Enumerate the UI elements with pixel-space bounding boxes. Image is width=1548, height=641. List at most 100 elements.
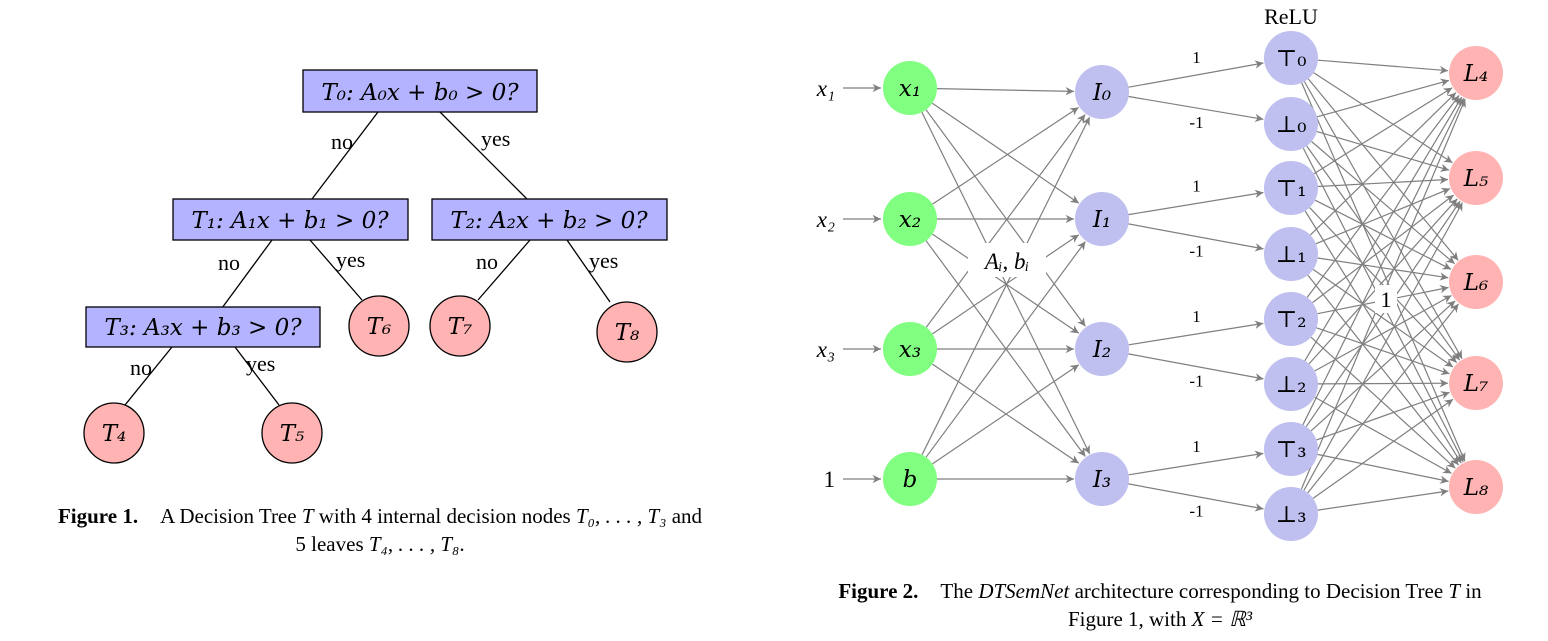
edge-relu-leaf	[1310, 300, 1456, 432]
caption-text: and	[666, 504, 703, 528]
leaf-node: L₅	[1449, 151, 1503, 205]
input-label: x₁	[816, 76, 835, 101]
leaf-label: T₅	[280, 421, 305, 447]
leaf-label: T₄	[102, 421, 127, 447]
edge-relu-leaf	[1314, 396, 1452, 474]
edge-relu-leaf	[1306, 145, 1461, 361]
figure1-caption: Figure 1.A Decision Tree T with 4 intern…	[0, 502, 760, 558]
edge-relu-leaf	[1315, 187, 1451, 245]
relu-node: ⊥₃	[1264, 487, 1318, 541]
relu-title: ReLU	[1264, 4, 1318, 29]
edge-internal-top	[1128, 60, 1264, 88]
internal-node-label: I₀	[1092, 80, 1111, 106]
edge-relu-leaf	[1313, 72, 1453, 164]
weight-label-neg: -1	[1189, 502, 1203, 521]
caption-math: T₀, . . . , T₃	[575, 504, 667, 528]
caption-text: .	[459, 532, 465, 556]
internal-node: I₂	[1075, 322, 1129, 376]
relu-node: ⊤₃	[1264, 422, 1318, 476]
relu-node: ⊤₁	[1264, 161, 1318, 215]
figure1-caption-number: Figure 1.	[57, 504, 139, 528]
weight-label-neg: -1	[1189, 242, 1203, 261]
edge-relu-leaf	[1316, 131, 1450, 172]
input-node-label: x₁	[899, 76, 921, 102]
decision-node-T0: T₀: A₀x + b₀ > 0?	[302, 69, 538, 113]
edge-relu-leaf	[1307, 274, 1460, 466]
caption-text: 5 leaves	[295, 532, 369, 556]
edge-relu-leaf	[1312, 194, 1455, 304]
dtsemnet-figure: x₁x₂x₃bI₀I₁I₂I₃⊤₀⊥₀⊤₁⊥₁⊤₂⊥₂⊤₃⊥₃L₄L₅L₆L₇L…	[816, 4, 1503, 541]
edge-input-internal	[921, 111, 1091, 455]
edge-input-internal	[925, 114, 1086, 328]
caption-text: Figure 1, with	[1067, 607, 1192, 631]
relu-node-label: ⊥₀	[1276, 112, 1307, 138]
edge-internal-top	[1128, 189, 1264, 216]
edge-input-internal	[932, 106, 1079, 205]
edge-relu-leaf	[1312, 398, 1454, 499]
edge-internal-bottom	[1128, 95, 1264, 123]
caption-text: in	[1460, 579, 1482, 603]
edge-relu-leaf	[1313, 87, 1453, 175]
caption-math: T	[301, 504, 314, 528]
edge-input-internal	[932, 364, 1080, 465]
edge-relu-leaf	[1312, 268, 1454, 368]
edge-T1-T3	[221, 239, 273, 309]
network-edges	[843, 59, 1466, 512]
leaf-node-label: L₅	[1463, 166, 1489, 192]
relu-node-label: ⊥₁	[1276, 242, 1307, 268]
edge-label-yes: yes	[589, 248, 618, 273]
edge-relu-leaf	[1314, 294, 1452, 372]
leaf-node-label: L₇	[1463, 371, 1489, 397]
relu-node-label: ⊤₃	[1276, 437, 1307, 463]
leaf-node-T5: T₅	[261, 402, 323, 464]
weight-label-neg: -1	[1189, 372, 1203, 391]
decision-node-T1: T₁: A₁x + b₁ > 0?	[172, 198, 409, 241]
edge-relu-leaf	[1304, 96, 1463, 362]
decision-node-T2: T₂: A₂x + b₂ > 0?	[431, 198, 668, 241]
leaf-node-label: L₄	[1463, 61, 1489, 87]
caption-math: X = ℝ³	[1191, 607, 1253, 631]
input-node-label: b	[903, 467, 918, 493]
edge-relu-leaf	[1316, 327, 1450, 376]
edge-input-internal	[931, 102, 1080, 204]
edge-relu-leaf	[1307, 78, 1459, 261]
edge-input-internal	[925, 241, 1086, 458]
edge-relu-leaf	[1317, 257, 1449, 281]
relu-node-label: ⊤₂	[1276, 307, 1307, 333]
leaf-label: T₈	[615, 320, 640, 346]
input-node: x₃	[883, 322, 937, 376]
decision-node-label: T₁: A₁x + b₁ > 0?	[191, 208, 389, 234]
leaf-weight-bg	[1375, 285, 1397, 313]
input-label: 1	[824, 467, 836, 492]
edge-relu-leaf	[1303, 202, 1464, 491]
relu-node-label: ⊤₁	[1276, 176, 1307, 202]
relu-node: ⊤₀	[1264, 31, 1318, 85]
edge-label-yes: yes	[481, 126, 510, 151]
decision-node-T3: T₃: A₃x + b₃ > 0?	[85, 306, 321, 348]
figure2-caption: Figure 2.The DTSemNet architecture corre…	[775, 577, 1545, 633]
input-node: x₂	[883, 192, 937, 246]
internal-node: I₀	[1075, 65, 1129, 119]
edge-relu-leaf	[1302, 97, 1465, 426]
weight-label-pos: 1	[1192, 307, 1201, 326]
weight-label-pos: 1	[1192, 437, 1201, 456]
edge-input-internal	[932, 234, 1080, 335]
leaf-label: T₇	[448, 314, 473, 340]
leaf-weight-label: 1	[1381, 287, 1392, 312]
leaf-node-T4: T₄	[83, 402, 145, 464]
edge-relu-leaf	[1308, 198, 1458, 365]
internal-node-label: I₂	[1092, 337, 1111, 363]
edge-label-no: no	[331, 129, 353, 154]
edge-T2-T7	[477, 239, 531, 301]
edge-relu-leaf	[1303, 81, 1463, 359]
tree-edges	[124, 111, 611, 406]
leaf-node: L₆	[1449, 255, 1503, 309]
caption-text: A Decision Tree	[160, 504, 302, 528]
weight-label-pos: 1	[1192, 177, 1201, 196]
edge-relu-leaf	[1317, 488, 1449, 511]
network-nodes: x₁x₂x₃bI₀I₁I₂I₃⊤₀⊥₀⊤₁⊥₁⊤₂⊥₂⊤₃⊥₃L₄L₅L₆L₇L…	[883, 31, 1503, 541]
internal-node-label: I₁	[1092, 207, 1111, 233]
edge-relu-leaf	[1317, 175, 1449, 188]
